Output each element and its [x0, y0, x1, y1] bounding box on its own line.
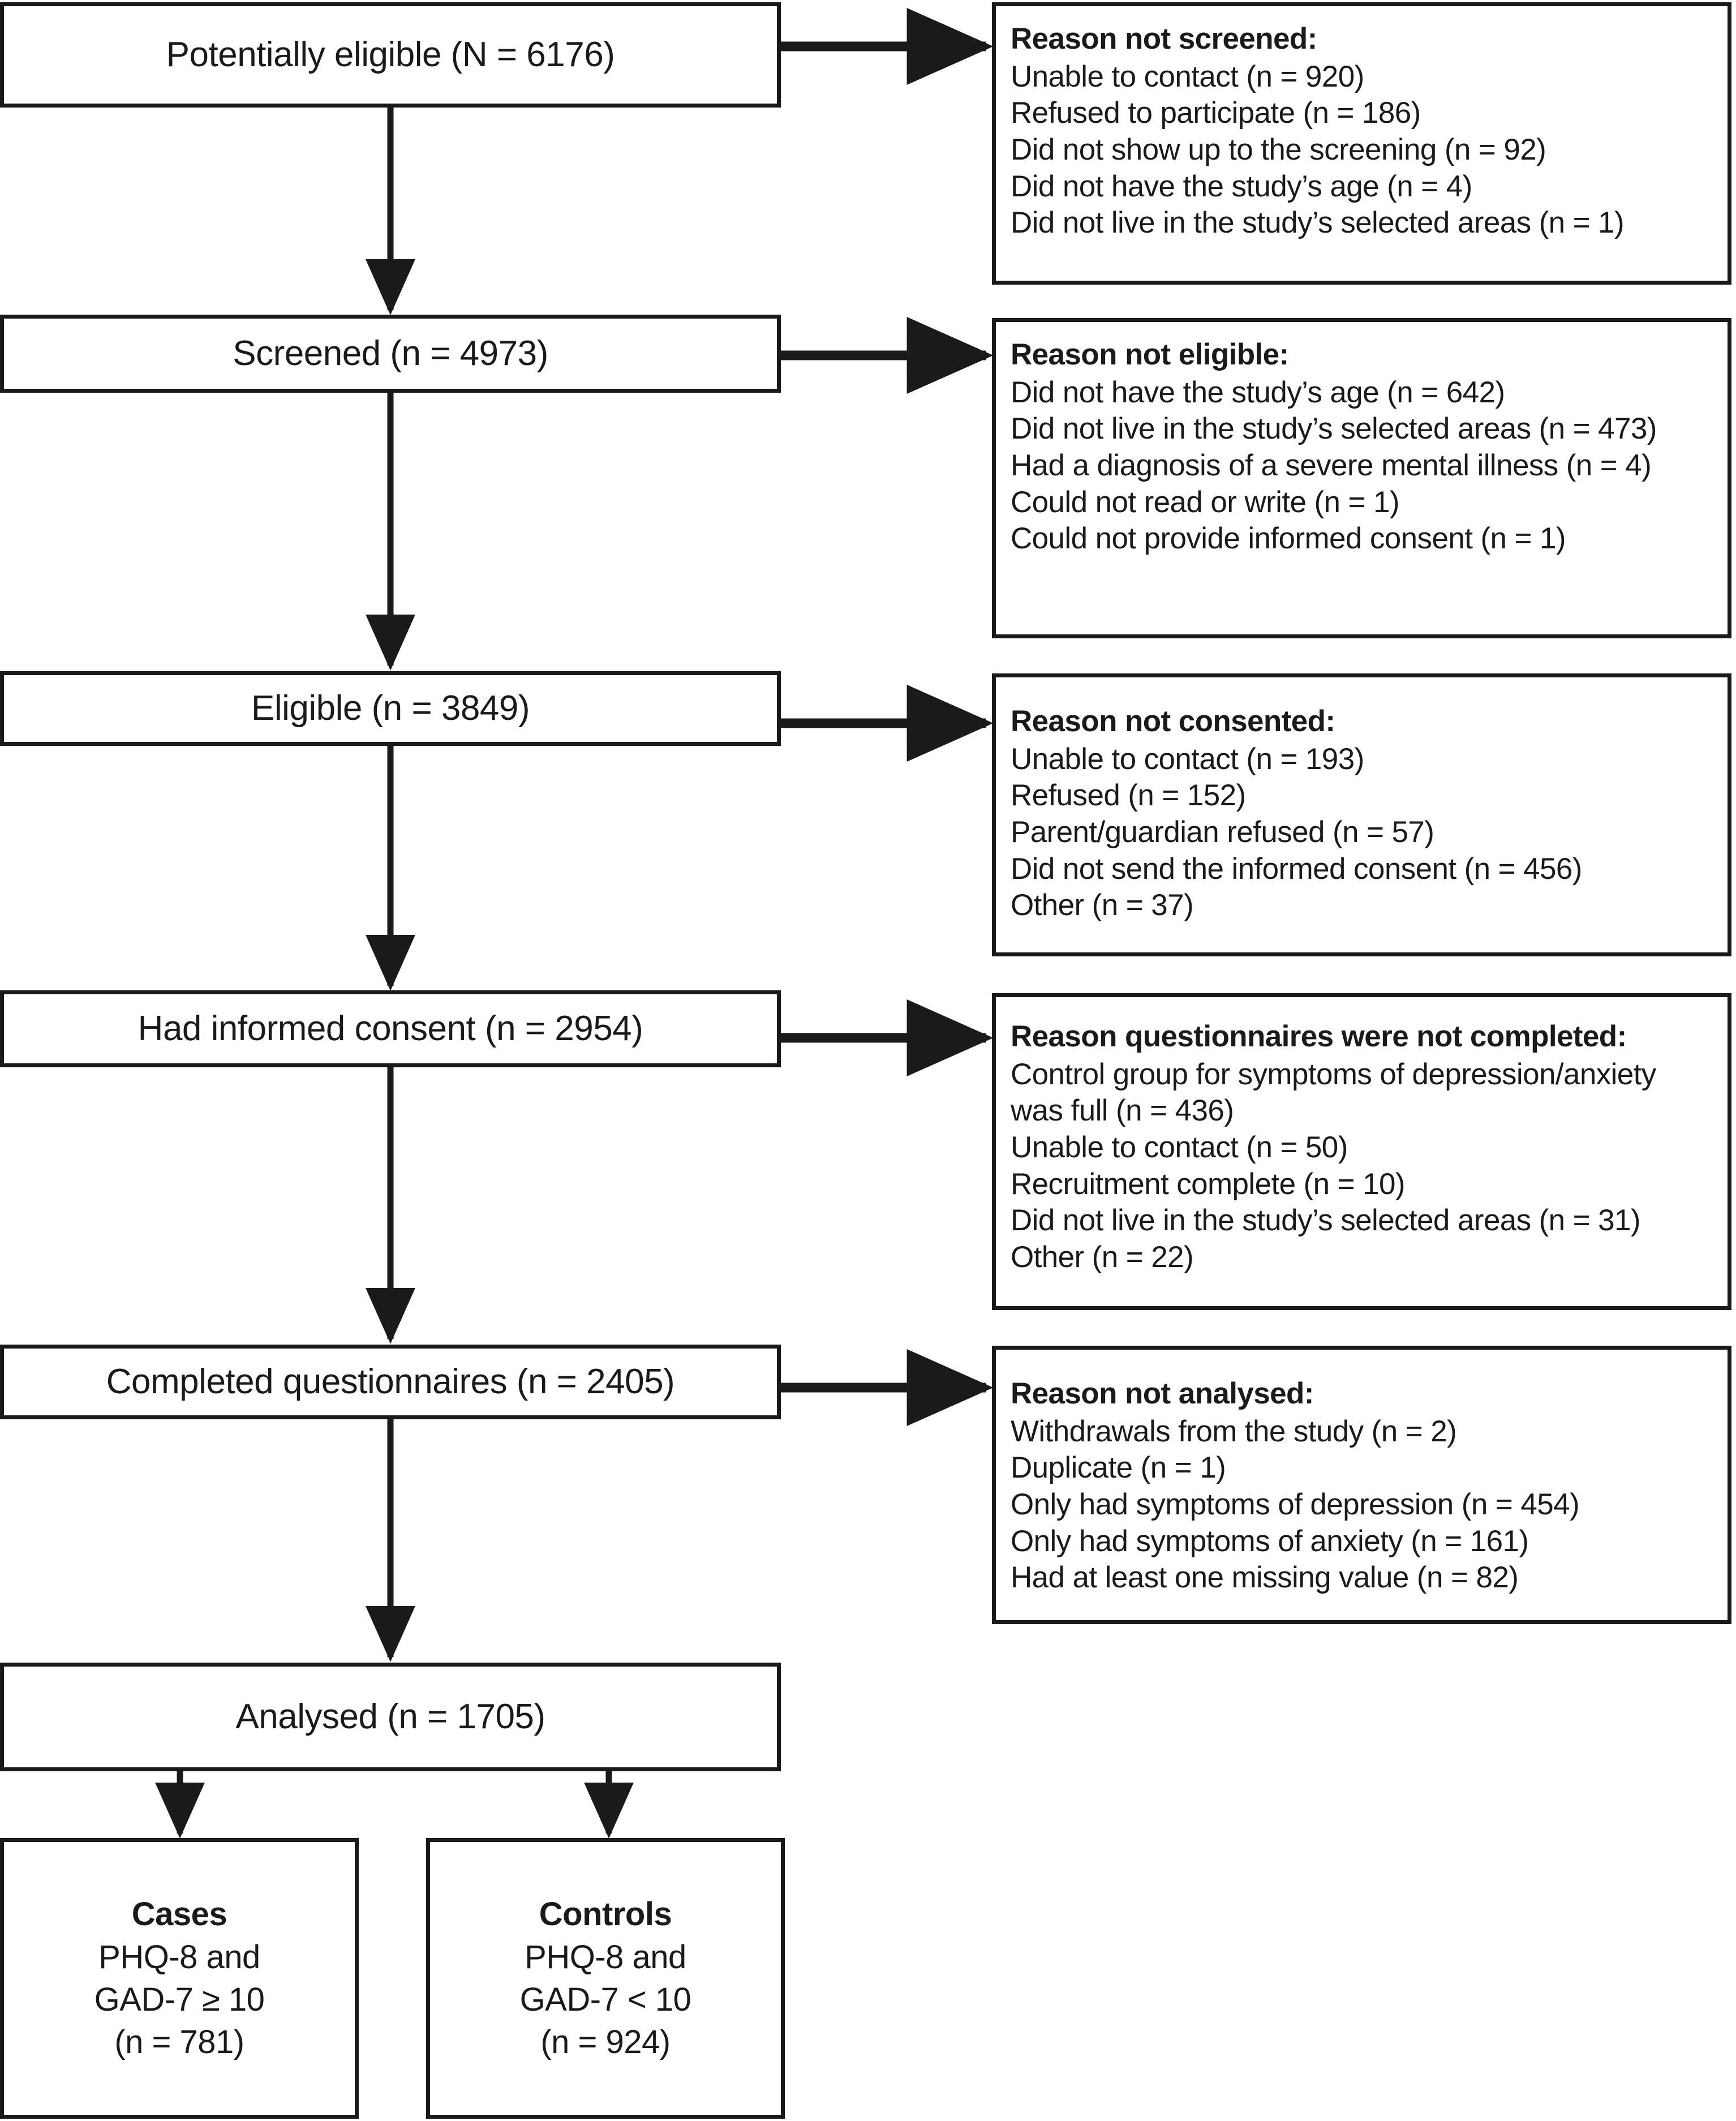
stage-label-eligible: Eligible (n = 3849) [251, 688, 530, 728]
exclusion-item: Did not send the informed consent (n = 4… [1011, 852, 1582, 886]
stage-box-informed-consent: Had informed consent (n = 2954) [0, 990, 781, 1067]
exclusion-item: Could not provide informed consent (n = … [1011, 522, 1566, 556]
exclusion-item: Did not live in the study’s selected are… [1011, 206, 1625, 240]
exclusion-title-not-consented: Reason not consented: [1011, 705, 1335, 738]
terminal-text-cases: Cases PHQ-8 and GAD-7 ≥ 10 (n = 781) [94, 1893, 265, 2064]
exclusion-item: Only had symptoms of anxiety (n = 161) [1011, 1524, 1529, 1558]
exclusion-box-questionnaires-not-completed: Reason questionnaires were not completed… [992, 993, 1731, 1310]
exclusion-title-not-screened: Reason not screened: [1011, 22, 1317, 55]
stage-box-completed-questionnaires: Completed questionnaires (n = 2405) [0, 1345, 781, 1419]
exclusion-item: Had a diagnosis of a severe mental illne… [1011, 448, 1652, 482]
stage-box-potentially-eligible: Potentially eligible (N = 6176) [0, 2, 781, 108]
exclusion-item: Unable to contact (n = 50) [1011, 1130, 1348, 1164]
exclusion-item: Parent/guardian refused (n = 57) [1011, 815, 1434, 849]
terminal-text-controls: Controls PHQ-8 and GAD-7 < 10 (n = 924) [520, 1893, 691, 2064]
terminal-line-controls-4: (n = 924) [540, 2024, 671, 2061]
terminal-heading-cases: Cases [131, 1896, 227, 1933]
exclusion-item: Recruitment complete (n = 10) [1011, 1167, 1406, 1201]
exclusion-box-not-eligible: Reason not eligible: Did not have the st… [992, 318, 1731, 638]
stage-box-eligible: Eligible (n = 3849) [0, 671, 781, 746]
exclusion-item: Refused (n = 152) [1011, 779, 1246, 813]
exclusion-item: Withdrawals from the study (n = 2) [1011, 1414, 1457, 1448]
exclusion-item: Could not read or write (n = 1) [1011, 485, 1400, 519]
exclusion-box-not-screened: Reason not screened: Unable to contact (… [992, 2, 1731, 285]
exclusion-item: Had at least one missing value (n = 82) [1011, 1561, 1519, 1595]
stage-box-analysed: Analysed (n = 1705) [0, 1663, 781, 1771]
exclusion-item: Duplicate (n = 1) [1011, 1451, 1226, 1485]
exclusion-item: Did not live in the study’s selected are… [1011, 1204, 1641, 1238]
stage-label-analysed: Analysed (n = 1705) [235, 1697, 545, 1736]
terminal-line-controls-2: PHQ-8 and [525, 1938, 686, 1976]
stage-label-screened: Screened (n = 4973) [233, 333, 548, 373]
stage-label-completed-questionnaires: Completed questionnaires (n = 2405) [106, 1362, 675, 1401]
exclusion-title-not-eligible: Reason not eligible: [1011, 338, 1289, 371]
exclusion-box-not-analysed: Reason not analysed: Withdrawals from th… [992, 1346, 1731, 1624]
terminal-line-cases-2: PHQ-8 and [98, 1938, 260, 1976]
exclusion-item: Other (n = 22) [1011, 1240, 1194, 1274]
exclusion-item: Did not have the study’s age (n = 642) [1011, 375, 1505, 409]
exclusion-item: Control group for symptoms of depression… [1011, 1057, 1656, 1128]
terminal-box-controls: Controls PHQ-8 and GAD-7 < 10 (n = 924) [426, 1838, 785, 2119]
terminal-box-cases: Cases PHQ-8 and GAD-7 ≥ 10 (n = 781) [0, 1838, 359, 2119]
stage-label-informed-consent: Had informed consent (n = 2954) [137, 1008, 643, 1048]
exclusion-item: Unable to contact (n = 193) [1011, 742, 1364, 776]
terminal-line-cases-4: (n = 781) [114, 2024, 244, 2061]
terminal-line-cases-3: GAD-7 ≥ 10 [94, 1981, 265, 2018]
exclusion-item: Refused to participate (n = 186) [1011, 96, 1421, 130]
exclusion-title-questionnaires-not-completed: Reason questionnaires were not completed… [1011, 1020, 1627, 1053]
exclusion-item: Did not live in the study’s selected are… [1011, 412, 1657, 446]
exclusion-box-not-consented: Reason not consented: Unable to contact … [992, 673, 1731, 956]
exclusion-title-not-analysed: Reason not analysed: [1011, 1377, 1314, 1410]
terminal-heading-controls: Controls [539, 1896, 672, 1933]
exclusion-item: Unable to contact (n = 920) [1011, 59, 1364, 93]
stage-label-potentially-eligible: Potentially eligible (N = 6176) [166, 35, 615, 74]
exclusion-item: Only had symptoms of depression (n = 454… [1011, 1487, 1580, 1521]
exclusion-item: Other (n = 37) [1011, 888, 1194, 922]
exclusion-item: Did not have the study’s age (n = 4) [1011, 169, 1472, 203]
terminal-line-controls-3: GAD-7 < 10 [519, 1981, 691, 2018]
stage-box-screened: Screened (n = 4973) [0, 315, 781, 393]
exclusion-item: Did not show up to the screening (n = 92… [1011, 132, 1546, 166]
